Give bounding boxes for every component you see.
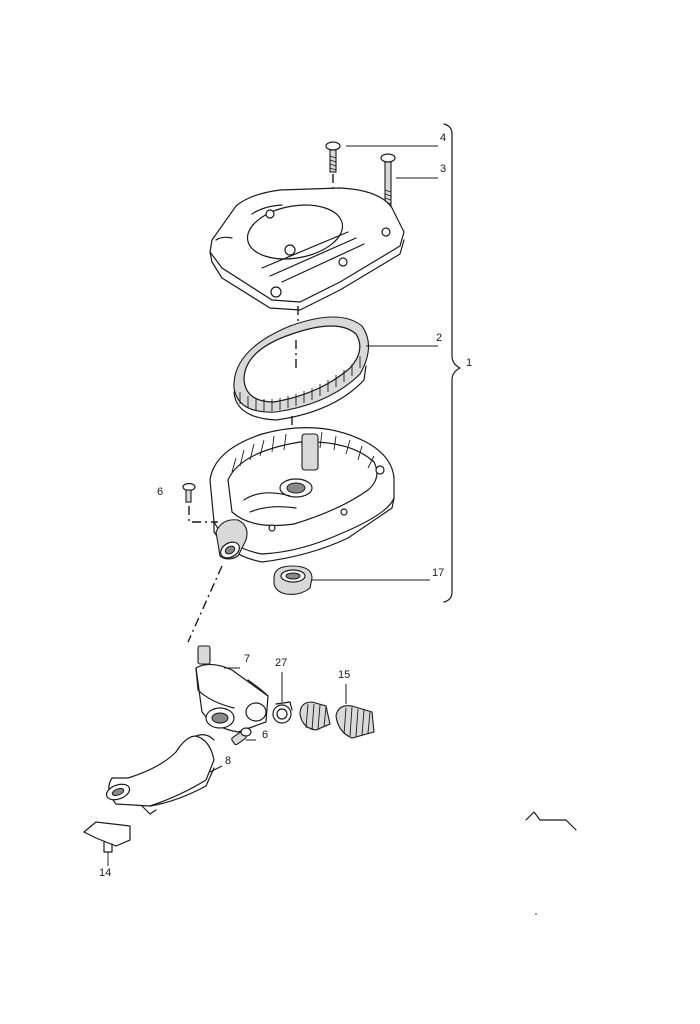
callout-17: 17: [432, 567, 444, 579]
part-cover: [209, 187, 405, 311]
callout-15: 15: [338, 669, 350, 681]
callout-27: 27: [275, 657, 287, 669]
part-screw-small-lower: [231, 727, 252, 746]
callout-8: 8: [225, 755, 231, 767]
part-drain-tube: [105, 734, 215, 815]
corner-mark: [525, 811, 577, 831]
callout-2: 2: [436, 332, 442, 344]
callout-6-upper: 6: [157, 486, 163, 498]
callout-1: 1: [466, 357, 472, 369]
part-hose-left: [299, 701, 331, 731]
callout-7: 7: [244, 653, 250, 665]
leader-lines: [107, 145, 438, 866]
callout-3: 3: [440, 163, 446, 175]
part-grommet: [273, 565, 313, 595]
part-hose-right: [335, 705, 375, 739]
part-clamp: [272, 701, 293, 724]
part-bracket: [82, 821, 131, 862]
callout-4: 4: [440, 132, 446, 144]
callout-6-lower: 6: [262, 729, 268, 741]
assembly-bracket: [443, 123, 461, 603]
stray-dot: [535, 913, 537, 915]
part-breather-block: [195, 645, 269, 733]
part-screw-long: [380, 153, 396, 207]
part-base-plate: [209, 427, 395, 563]
callout-14: 14: [99, 867, 111, 879]
part-screw-small-upper: [182, 482, 218, 523]
part-filter-element: [233, 316, 370, 421]
